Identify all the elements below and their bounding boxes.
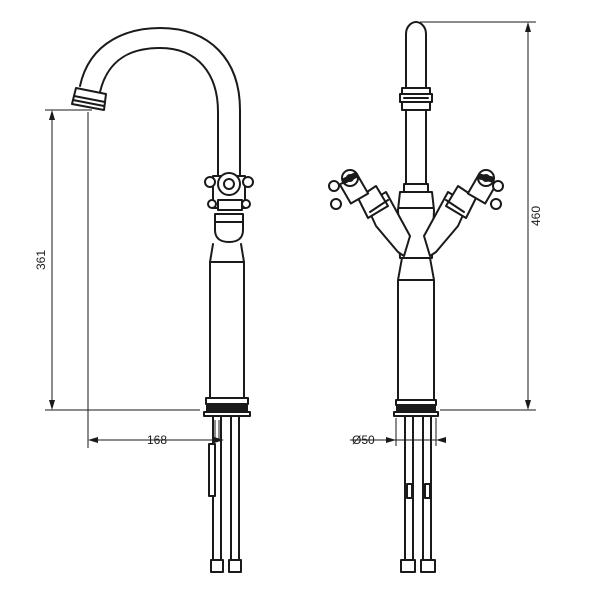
dim-base-diameter: Ø50 [350,418,446,447]
front-left-cross-handle [328,169,370,210]
front-spout-tube [405,21,427,89]
front-collar [399,87,433,111]
dim-height-total-label: 460 [529,206,543,226]
side-handle [204,172,254,211]
dim-height-spout-label: 361 [34,250,48,270]
front-supply-tubes [400,415,436,573]
dim-height-total: 460 [420,21,543,411]
dim-height-spout: 361 [34,109,200,411]
side-base [203,397,251,417]
side-spout [79,27,241,181]
front-view: 460 Ø50 [328,21,543,573]
dim-reach-label: 168 [147,433,167,447]
side-nozzle [71,87,107,111]
side-supply-tubes [208,415,242,573]
front-right-cross-handle [466,169,504,210]
front-stem [405,109,427,185]
side-body [209,243,245,399]
side-view: 361 168 [34,27,254,573]
front-base [393,399,439,417]
dim-reach: 168 [87,112,224,448]
side-elbow [214,213,244,243]
dim-base-diameter-label: Ø50 [352,433,375,447]
